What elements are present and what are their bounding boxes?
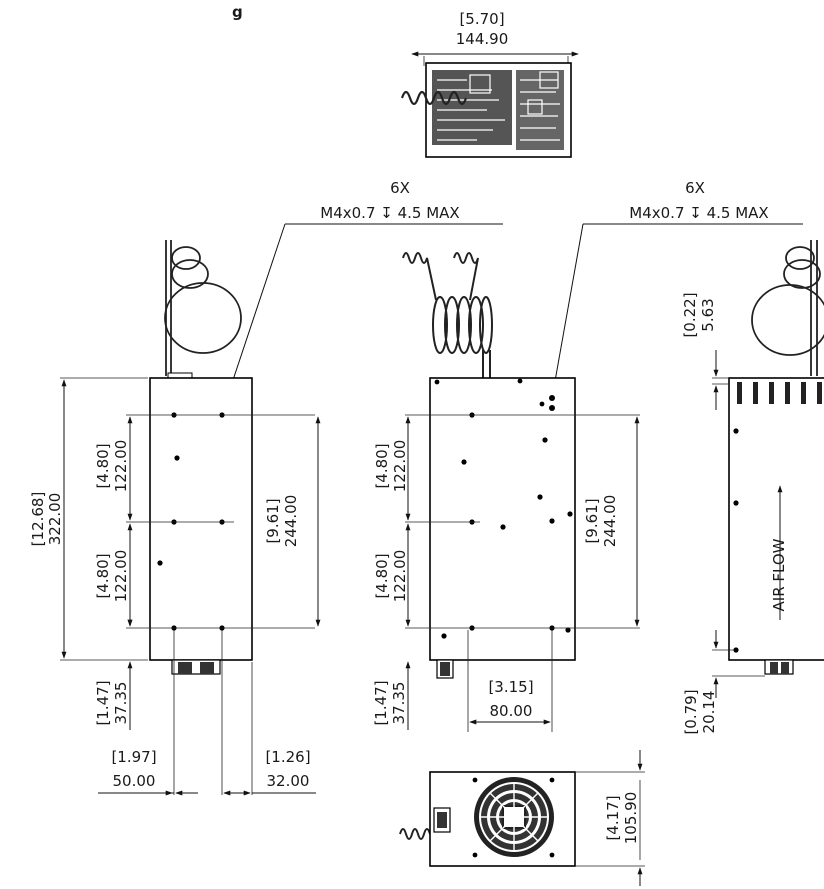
left-upper-pitch-inch: [4.80]: [94, 443, 112, 488]
fan-height-mm: 105.90: [622, 792, 640, 845]
right-bottom-offset-inch: [0.79]: [682, 689, 700, 734]
right-top-offset-mm: 5.63: [699, 298, 717, 331]
left-x1-inch: [1.97]: [111, 748, 156, 766]
airflow-label: AIR FLOW: [770, 538, 788, 611]
fan-height-inch: [4.17]: [604, 795, 622, 840]
fan-view: [4.17] 105.90: [399, 750, 645, 886]
left-span-inch: [9.61]: [264, 498, 282, 543]
cable-coil-middle: [402, 252, 493, 378]
callout-left-spec: M4x0.7 ↧ 4.5 MAX: [320, 204, 459, 222]
middle-bottom-offset-inch: [1.47]: [372, 680, 390, 725]
left-overall-inch: [12.68]: [29, 492, 47, 547]
left-lower-pitch-inch: [4.80]: [94, 553, 112, 598]
middle-span-mm: 244.00: [601, 495, 619, 548]
thread-callout-left: 6X M4x0.7 ↧ 4.5 MAX: [222, 179, 503, 411]
middle-span-inch: [9.61]: [583, 498, 601, 543]
callout-left-qty: 6X: [390, 179, 410, 197]
right-view-connectors: [737, 382, 822, 404]
callout-right-spec: M4x0.7 ↧ 4.5 MAX: [629, 204, 768, 222]
right-bottom-offset-mm: 20.14: [700, 691, 718, 734]
middle-width-mm: 80.00: [490, 702, 533, 720]
middle-lower-pitch-mm: 122.00: [391, 550, 409, 603]
left-overall-mm: 322.00: [46, 493, 64, 546]
top-view-pcb: [432, 70, 512, 145]
top-width-mm: 144.90: [456, 30, 509, 48]
fan-icon: [474, 777, 554, 857]
cable-coil-top: [400, 90, 468, 106]
right-view-body: [728, 377, 824, 661]
middle-view: [4.80] 122.00 [4.80] 122.00 [1.47] 37.35…: [372, 252, 640, 732]
right-view: AIR FLOW [0.22] 5.63 [0.79] 20.14: [681, 240, 824, 735]
middle-upper-pitch-mm: 122.00: [391, 440, 409, 493]
left-bottom-offset-mm: 37.35: [112, 682, 130, 725]
right-top-offset-inch: [0.22]: [681, 292, 699, 337]
top-view: [5.70] 144.90: [400, 10, 579, 158]
top-width-inch: [5.70]: [459, 10, 504, 28]
left-x2-mm: 32.00: [267, 772, 310, 790]
left-x1-mm: 50.00: [113, 772, 156, 790]
page-title-fragment: g: [232, 3, 243, 21]
left-view: [12.68] 322.00 [4.80] 122.00 [4.80] 122.…: [29, 240, 321, 796]
left-upper-pitch-mm: 122.00: [112, 440, 130, 493]
middle-lower-pitch-inch: [4.80]: [373, 553, 391, 598]
middle-bottom-offset-mm: 37.35: [390, 682, 408, 725]
thread-callout-right: 6X M4x0.7 ↧ 4.5 MAX: [550, 179, 803, 399]
cable-loops-left: [164, 240, 242, 376]
middle-upper-pitch-inch: [4.80]: [373, 443, 391, 488]
left-x2-inch: [1.26]: [265, 748, 310, 766]
middle-mount-holes: [434, 378, 573, 639]
cable-coil-fan: [399, 828, 431, 840]
cable-loops-right: [751, 240, 824, 376]
left-view-body: [149, 377, 253, 661]
left-span-mm: 244.00: [282, 495, 300, 548]
left-lower-pitch-mm: 122.00: [112, 550, 130, 603]
left-bottom-offset-inch: [1.47]: [94, 680, 112, 725]
callout-right-qty: 6X: [685, 179, 705, 197]
middle-width-inch: [3.15]: [488, 678, 533, 696]
